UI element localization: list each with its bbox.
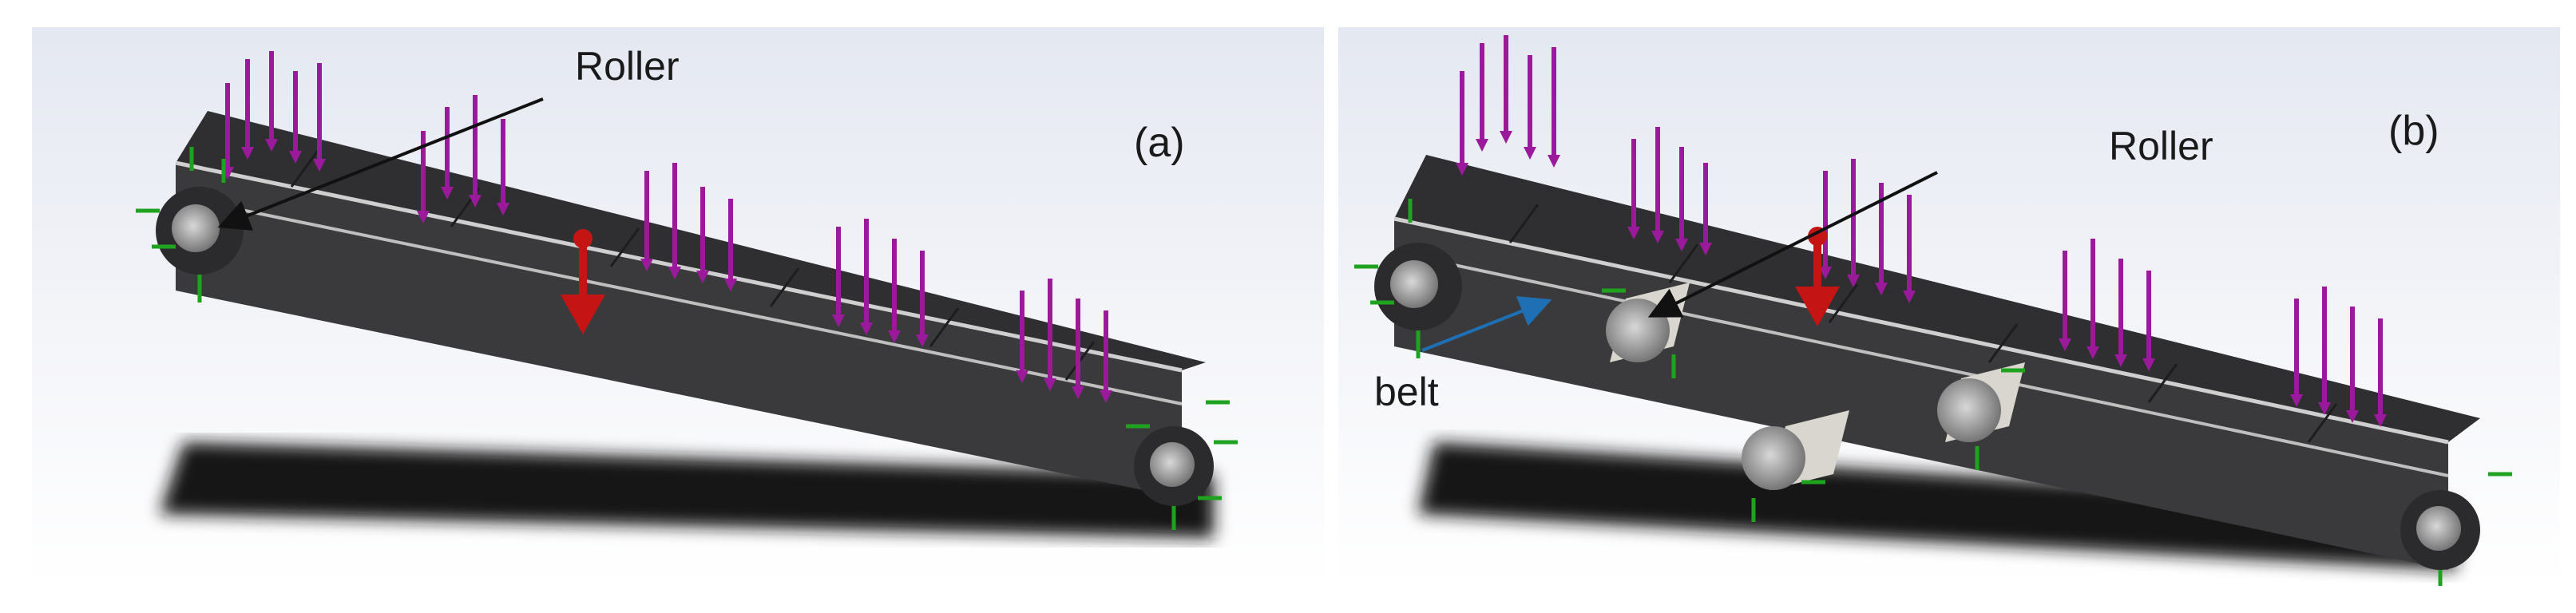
belt-seams [1508, 204, 2338, 443]
idler-roller-3 [1742, 426, 1805, 490]
roller-left [1390, 260, 1438, 308]
roller-right [1150, 442, 1195, 487]
shadow [160, 442, 1214, 538]
roller-callout-line [1647, 171, 1938, 318]
idler-roller-2 [1937, 378, 2001, 442]
belt-top [1394, 155, 2480, 442]
roller-callout-line [217, 97, 544, 231]
panel-tag-a: (a) [1134, 120, 1185, 166]
panel-a: Roller (a) [32, 27, 1324, 586]
fixture-arrows [136, 147, 1238, 530]
panel-b: Roller belt (b) [1338, 27, 2560, 586]
idler-roller-1 [1606, 299, 1670, 362]
load-arrows [1456, 35, 2387, 427]
fixture-arrows [1354, 199, 2512, 586]
belt-callout-label: belt [1374, 370, 1439, 414]
belt-rail-lower [1393, 251, 2449, 477]
roller-callout-label: Roller [575, 44, 680, 89]
belt-rail-lower [175, 195, 1183, 405]
gravity-arrow [561, 229, 605, 334]
belt-rail-upper [1393, 216, 2449, 445]
shadow [1418, 442, 2456, 570]
conveyor-a-illustration [32, 27, 1324, 586]
belt-top [176, 111, 1206, 370]
roller-callout-label: Roller [2109, 124, 2213, 168]
belt-callout-line [1421, 296, 1552, 352]
idler-rollers [1606, 283, 2025, 490]
load-arrows [221, 51, 1112, 403]
conveyor-b-illustration [1338, 27, 2560, 586]
roller-left [172, 204, 220, 252]
panel-tag-b: (b) [2388, 108, 2439, 154]
roller-right [2416, 506, 2461, 551]
